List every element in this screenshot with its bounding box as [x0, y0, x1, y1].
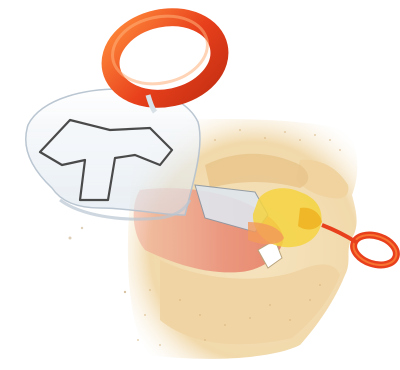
pull-ring [103, 7, 227, 108]
mouthpiece-dots [69, 227, 127, 293]
